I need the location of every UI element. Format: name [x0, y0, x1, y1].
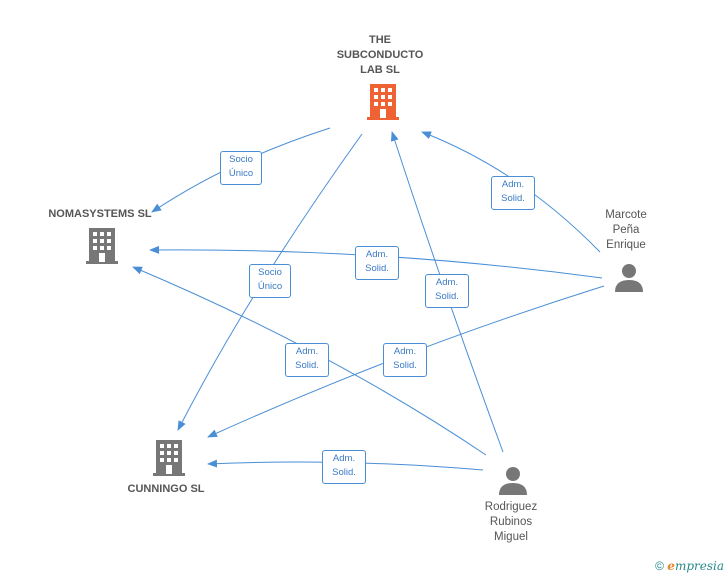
logo-text: mpresia: [674, 559, 724, 573]
marcote-person-icon[interactable]: [614, 262, 644, 297]
edge-label-adm-solid: Adm. Solid.: [322, 450, 366, 484]
edge-label-socio-unico: Socio Único: [220, 151, 262, 185]
rodriguez-person-icon[interactable]: [498, 465, 528, 500]
nomasystems-label[interactable]: NOMASYSTEMS SL: [48, 208, 152, 220]
edge-label-adm-solid: Adm. Solid.: [383, 343, 427, 377]
cunningo-building-icon[interactable]: [152, 440, 186, 481]
edge-label-adm-solid: Adm. Solid.: [425, 274, 469, 308]
rodriguez-label[interactable]: Rodriguez Rubinos Miguel: [484, 501, 538, 543]
logo-letter: e: [667, 559, 675, 573]
edge-label-socio-unico: Socio Único: [249, 264, 291, 298]
nomasystems-building-icon[interactable]: [85, 228, 119, 269]
subconducto-building-icon[interactable]: [366, 84, 400, 125]
edge-label-adm-solid: Adm. Solid.: [491, 176, 535, 210]
edge-label-adm-solid: Adm. Solid.: [355, 246, 399, 280]
copyright-notice: © empresia: [655, 559, 724, 573]
copyright-symbol: ©: [655, 559, 664, 573]
cunningo-label[interactable]: CUNNINGO SL: [127, 483, 205, 495]
edge-label-adm-solid: Adm. Solid.: [285, 343, 329, 377]
subconducto-label[interactable]: THE SUBCONDUCTO LAB SL: [336, 34, 424, 76]
marcote-label[interactable]: Marcote Peña Enrique: [605, 209, 647, 251]
empresia-logo: empresia: [667, 559, 724, 573]
